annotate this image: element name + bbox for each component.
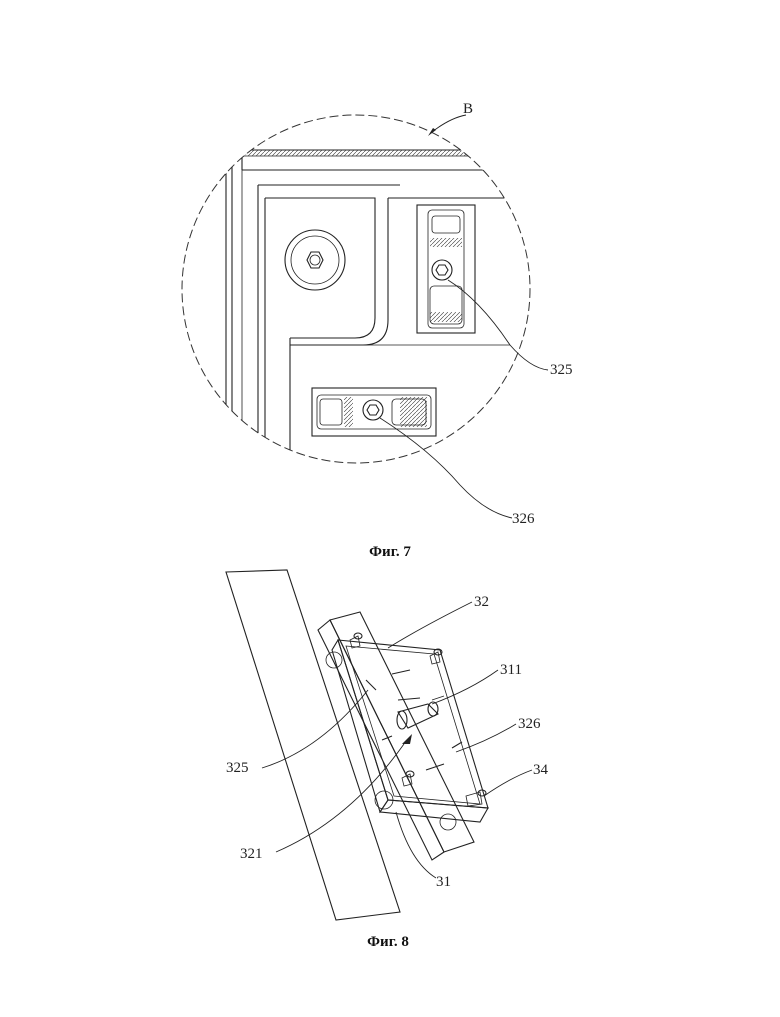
callout-34: 34 bbox=[533, 762, 549, 778]
detail-contents bbox=[226, 150, 520, 470]
callout-31: 31 bbox=[436, 874, 451, 890]
leader-321 bbox=[276, 744, 404, 852]
leader-311 bbox=[432, 670, 498, 704]
detail-circle-b bbox=[182, 115, 530, 463]
leader-34 bbox=[484, 770, 532, 796]
figure-7: B 325 326 Фиг. 7 bbox=[182, 101, 573, 560]
figure-7-caption: Фиг. 7 bbox=[369, 544, 411, 560]
leader-31 bbox=[396, 812, 436, 878]
leader-326-fig7 bbox=[380, 418, 512, 518]
callout-32: 32 bbox=[474, 594, 489, 610]
detail-arrowhead bbox=[428, 128, 436, 136]
callout-325-fig7: 325 bbox=[550, 362, 573, 378]
plate-32 bbox=[338, 640, 488, 808]
leader-325-fig7 bbox=[448, 280, 548, 370]
leader-325-fig8 bbox=[262, 690, 368, 768]
callout-326-fig7: 326 bbox=[512, 511, 535, 527]
post bbox=[226, 570, 400, 920]
callout-326-fig8: 326 bbox=[518, 716, 541, 732]
detail-arrow bbox=[432, 115, 466, 132]
callout-325-fig8: 325 bbox=[226, 760, 249, 776]
leader-32 bbox=[388, 602, 472, 648]
detail-label-b: B bbox=[463, 101, 473, 117]
leader-326-fig8 bbox=[456, 724, 516, 752]
callout-321: 321 bbox=[240, 846, 263, 862]
figure-8-caption: Фиг. 8 bbox=[367, 934, 409, 950]
callout-311: 311 bbox=[500, 662, 522, 678]
figure-8: 32 311 326 34 325 321 31 Фиг. 8 bbox=[226, 570, 549, 950]
